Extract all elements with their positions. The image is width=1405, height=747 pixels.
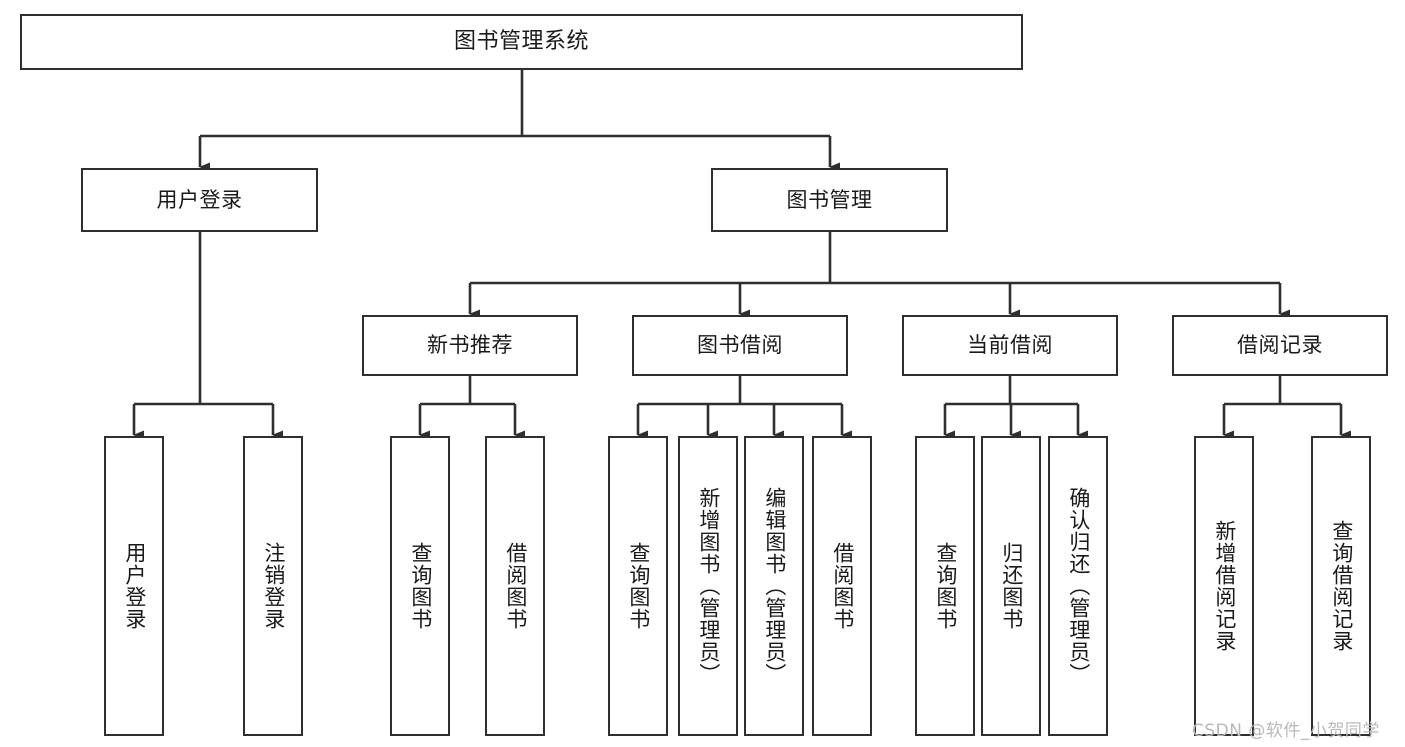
node-current-loan[interactable]: 当前借阅 — [902, 315, 1118, 376]
node-leaf-1[interactable]: 用户登录 — [104, 436, 164, 736]
node-label: 新增借阅记录 — [1212, 520, 1237, 652]
node-label: 注销登录 — [261, 542, 286, 630]
node-new-book-rec[interactable]: 新书推荐 — [362, 315, 578, 376]
node-root[interactable]: 图书管理系统 — [20, 14, 1023, 70]
node-label: 用户登录 — [122, 542, 147, 630]
node-label: 图书管理系统 — [453, 29, 589, 55]
node-leaf-3[interactable]: 查询图书 — [390, 436, 450, 736]
node-label: 新增图书（管理员） — [696, 487, 721, 685]
node-leaf-11[interactable]: 确认归还（管理员） — [1048, 436, 1108, 736]
node-leaf-5[interactable]: 查询图书 — [608, 436, 668, 736]
node-label: 用户登录 — [156, 187, 243, 212]
node-label: 查询借阅记录 — [1329, 520, 1354, 652]
node-label: 归还图书 — [999, 542, 1024, 630]
node-user-login[interactable]: 用户登录 — [81, 168, 318, 232]
node-loan-record[interactable]: 借阅记录 — [1172, 315, 1388, 376]
node-book-borrow[interactable]: 图书借阅 — [632, 315, 848, 376]
node-label: 查询图书 — [933, 542, 958, 630]
node-label: 查询图书 — [626, 542, 651, 630]
node-book-manage[interactable]: 图书管理 — [711, 168, 948, 232]
node-label: 当前借阅 — [967, 333, 1053, 358]
node-label: 编辑图书（管理员） — [762, 487, 787, 685]
node-leaf-10[interactable]: 归还图书 — [981, 436, 1041, 736]
node-label: 图书借阅 — [697, 333, 783, 358]
node-leaf-2[interactable]: 注销登录 — [243, 436, 303, 736]
node-label: 确认归还（管理员） — [1066, 487, 1091, 685]
node-label: 新书推荐 — [427, 333, 513, 358]
node-leaf-7[interactable]: 编辑图书（管理员） — [744, 436, 804, 736]
node-label: 借阅图书 — [503, 542, 528, 630]
node-label: 图书管理 — [786, 187, 873, 212]
node-leaf-12[interactable]: 新增借阅记录 — [1194, 436, 1254, 736]
node-leaf-9[interactable]: 查询图书 — [915, 436, 975, 736]
node-label: 借阅图书 — [830, 542, 855, 630]
node-leaf-8[interactable]: 借阅图书 — [812, 436, 872, 736]
node-label: 借阅记录 — [1237, 333, 1323, 358]
node-leaf-6[interactable]: 新增图书（管理员） — [678, 436, 738, 736]
node-leaf-13[interactable]: 查询借阅记录 — [1311, 436, 1371, 736]
node-label: 查询图书 — [408, 542, 433, 630]
node-leaf-4[interactable]: 借阅图书 — [485, 436, 545, 736]
